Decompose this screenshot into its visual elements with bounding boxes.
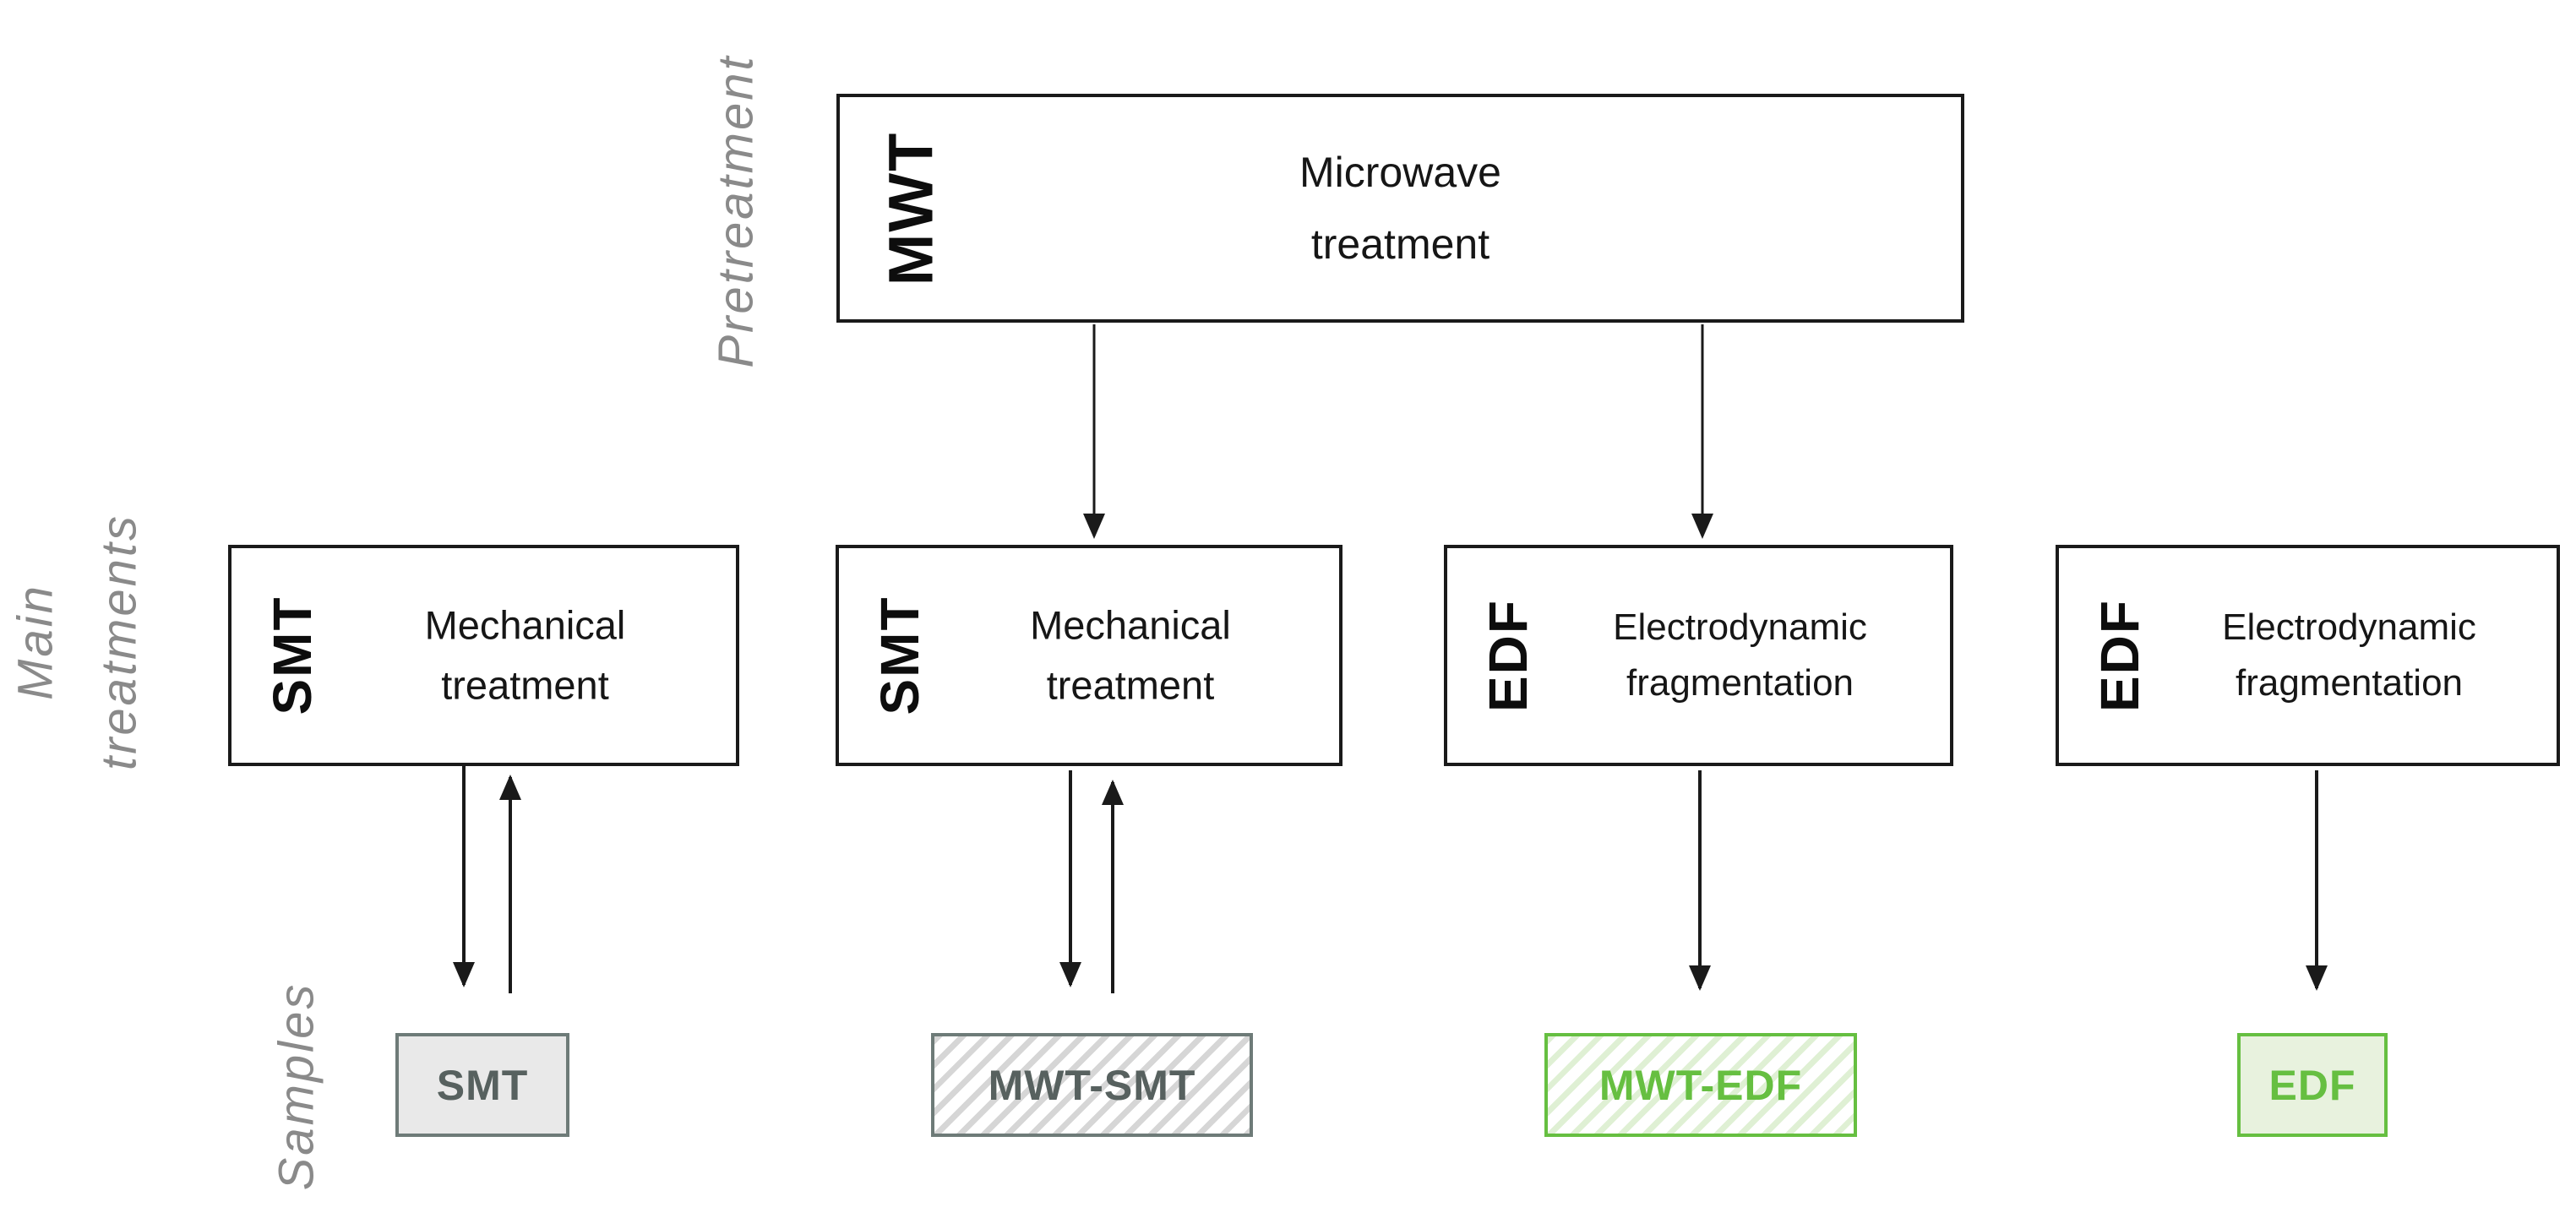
box-mwt-label-line2: treatment — [1310, 220, 1490, 268]
box-smt-1-label-line2: treatment — [441, 662, 609, 707]
box-smt-1-label-line1: Mechanical — [424, 602, 626, 648]
box-mwt-label: Microwave treatment — [941, 137, 1860, 280]
row-label-main-line2: treatments — [91, 514, 146, 770]
box-mwt-abbr: MWT — [875, 131, 946, 285]
box-smt-2-abbr: SMT — [869, 595, 930, 715]
box-edf-1-label-line1: Electrodynamic — [1613, 606, 1867, 648]
box-smt-2-label-line2: treatment — [1046, 662, 1215, 707]
box-edf-2-label: Electrodynamic fragmentation — [2147, 600, 2551, 711]
sample-box-mwt-smt: MWT-SMT — [931, 1033, 1253, 1137]
box-edf-2-label-line2: fragmentation — [2235, 662, 2464, 704]
row-label-pretreatment: Pretreatment — [708, 54, 764, 368]
box-edf-1-label: Electrodynamic fragmentation — [1535, 600, 1945, 711]
row-label-main-line1: Main — [8, 584, 63, 700]
box-smt-2-label: Mechanical treatment — [927, 596, 1334, 715]
box-edf-1-abbr: EDF — [1478, 599, 1539, 712]
box-smt-2: SMT Mechanical treatment — [836, 545, 1342, 766]
box-mwt-pretreatment: MWT Microwave treatment — [836, 94, 1964, 323]
row-label-main-treatments: Main treatments — [0, 514, 161, 770]
sample-box-edf: EDF — [2237, 1033, 2388, 1137]
box-edf-2-abbr: EDF — [2089, 599, 2150, 712]
box-edf-1-label-line2: fragmentation — [1626, 662, 1854, 704]
box-edf-1: EDF Electrodynamic fragmentation — [1444, 545, 1953, 766]
box-smt-1-abbr: SMT — [262, 595, 323, 715]
box-smt-1: SMT Mechanical treatment — [228, 545, 739, 766]
box-edf-2-label-line1: Electrodynamic — [2222, 606, 2476, 648]
row-label-samples: Samples — [269, 981, 324, 1191]
box-smt-1-label: Mechanical treatment — [319, 596, 731, 715]
box-smt-2-label-line1: Mechanical — [1030, 602, 1231, 648]
sample-box-mwt-edf: MWT-EDF — [1544, 1033, 1857, 1137]
sample-box-smt: SMT — [395, 1033, 569, 1137]
box-mwt-label-line1: Microwave — [1299, 148, 1501, 196]
box-edf-2: EDF Electrodynamic fragmentation — [2056, 545, 2560, 766]
